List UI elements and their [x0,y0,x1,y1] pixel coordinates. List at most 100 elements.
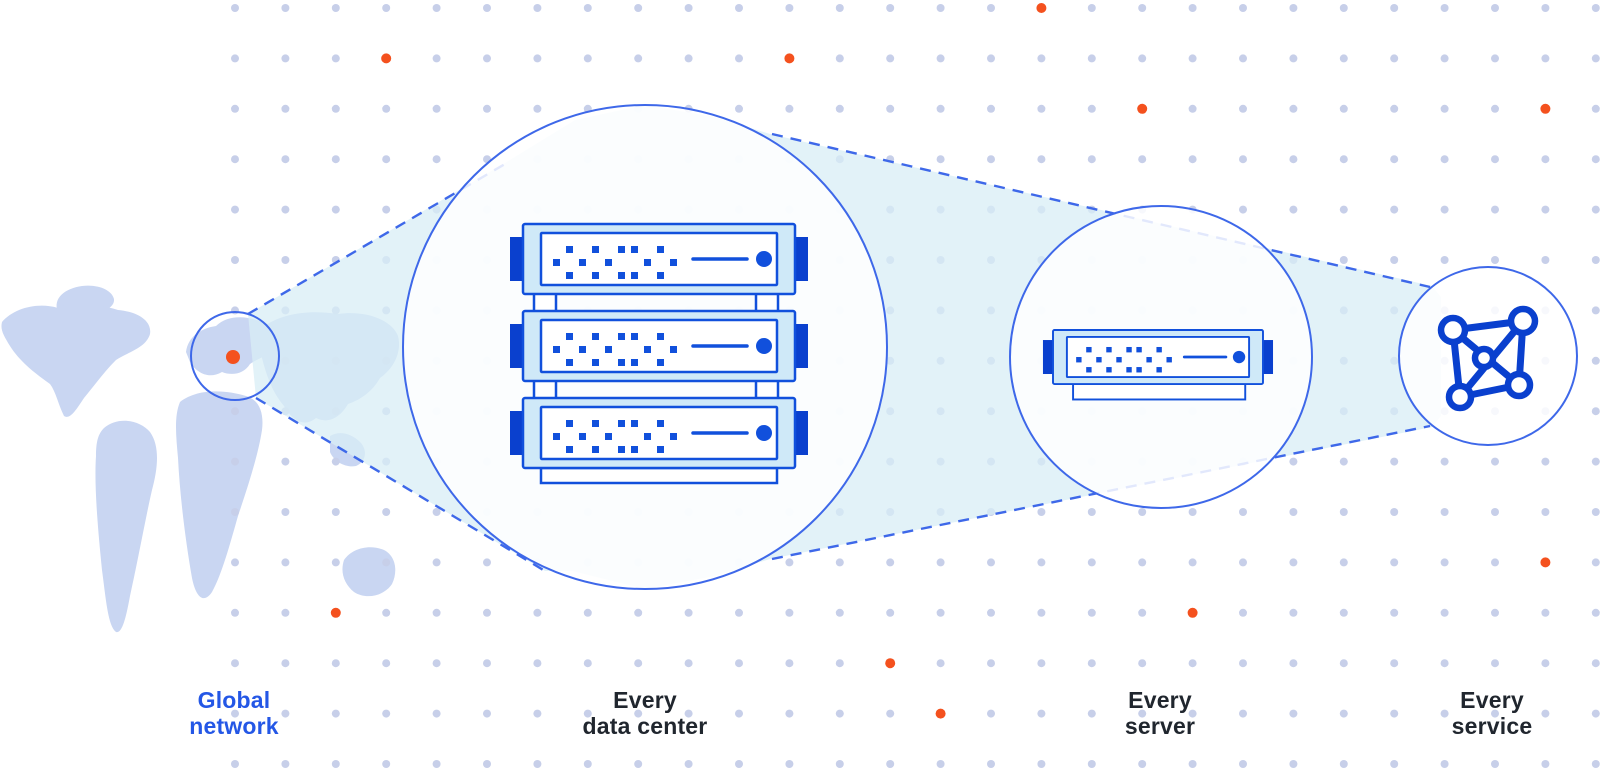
grid-dot [1440,457,1449,466]
grid-dot [1037,709,1046,718]
grid-dot [1037,608,1046,617]
grid-dot [1591,457,1600,466]
label-line: network [189,713,279,739]
grid-dot [1138,54,1147,63]
grid-dot [382,608,391,617]
grid-dot [1491,558,1499,567]
grid-dot [886,760,895,768]
grid-dot [1239,760,1247,768]
grid-dot [1541,508,1550,516]
map-africa [176,391,263,599]
grid-dot [1591,256,1600,264]
grid-dot [1289,659,1298,668]
label-line: server [1124,713,1196,739]
grid-dot [1339,4,1348,12]
grid-dot [886,104,895,113]
grid-dot [785,760,794,768]
grid-dot [432,608,441,617]
grid-dot [331,155,340,164]
grid-dot [432,709,441,718]
grid-dot [1591,709,1600,718]
grid-dot [886,4,895,12]
grid-dot [1188,709,1197,718]
grid-dot [936,155,945,164]
label-every-server: Every server [1125,687,1195,739]
grid-dot [936,104,945,113]
grid-dot [1491,155,1499,164]
grid-dot [1037,760,1046,768]
grid-dot [1440,4,1449,12]
grid-dot [1390,205,1399,214]
grid-dot [1591,558,1600,567]
rack-base [539,466,779,485]
grid-dot [1591,306,1600,315]
grid-dot [936,4,945,12]
label-line: service [1451,713,1533,739]
grid-dot [735,4,743,12]
grid-dot [1440,760,1449,768]
grid-dot [281,558,290,567]
grid-dot [634,659,643,668]
grid-dot [382,205,391,214]
grid-dot [231,760,239,768]
grid-dot [432,760,441,768]
grid-dot [1289,4,1298,12]
grid-dot [1239,709,1247,718]
grid-dot [331,709,340,718]
grid-dot [1339,760,1348,768]
grid-dot [331,4,340,12]
grid-dot [1239,508,1247,516]
label-line: Every [613,687,677,713]
grid-dot [936,558,945,567]
grid-dot [1591,54,1600,63]
grid-dot [1339,256,1348,264]
map-south-america [95,420,157,633]
accent-orange-dot [784,53,795,64]
grid-dot [835,558,844,567]
map-australia [342,547,396,597]
accent-orange-dot [885,658,896,669]
grid-dot [281,155,290,164]
grid-dot [231,558,239,567]
grid-dot [533,54,542,63]
accent-orange-dot [1137,103,1148,114]
grid-dot [281,608,290,617]
server-base [1072,383,1247,401]
grid-dot [987,54,995,63]
grid-dot [634,54,643,63]
map-location-marker-dot [226,350,240,364]
grid-dot [1289,54,1298,63]
grid-dot [1491,709,1499,718]
grid-dot [331,457,340,466]
grid-dot [382,558,391,567]
grid-dot [1440,155,1449,164]
grid-dot [432,104,441,113]
grid-dot [533,760,542,768]
accent-orange-dot [1036,3,1047,13]
grid-dot [1239,4,1247,12]
grid-dot [886,709,895,718]
accent-orange-dot [381,53,392,64]
grid-dot [1541,4,1550,12]
grid-dot [987,659,995,668]
grid-dot [1138,709,1147,718]
grid-dot [634,608,643,617]
accent-orange-dot [1540,557,1551,568]
grid-dot [1339,508,1348,516]
grid-dot [1591,205,1600,214]
grid-dot [1390,508,1399,516]
grid-dot [1188,760,1197,768]
grid-dot [1390,54,1399,63]
grid-dot [1491,4,1499,12]
grid-dot [1541,457,1550,466]
grid-dot [1037,155,1046,164]
grid-dot [483,709,491,718]
grid-dot [1541,608,1550,617]
grid-dot [1440,558,1449,567]
grid-dot [785,4,794,12]
grid-dot [331,54,340,63]
server-circle-group [1009,205,1313,509]
grid-dot [1390,104,1399,113]
grid-dot [1440,508,1449,516]
grid-dot [1087,54,1096,63]
